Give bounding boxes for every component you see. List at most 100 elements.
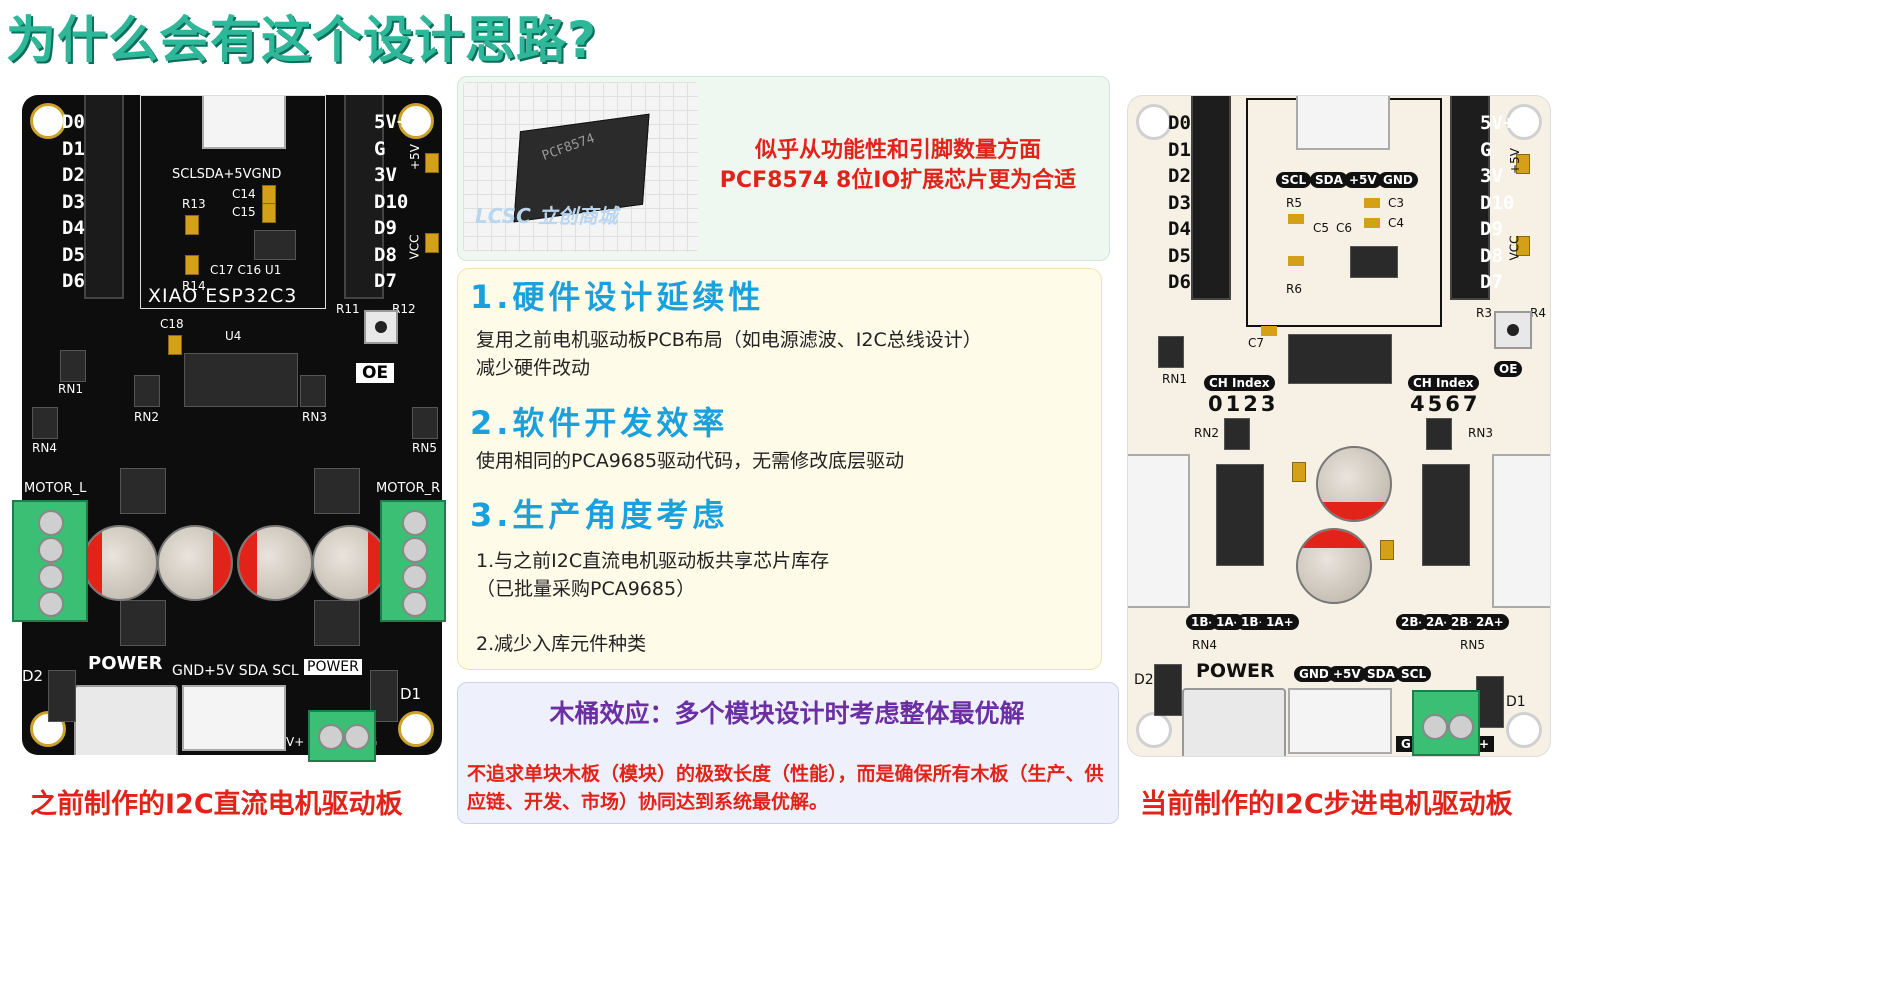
oe-label: OE <box>1494 361 1523 377</box>
resistor-network <box>412 407 438 439</box>
motor-l-terminal <box>12 500 88 622</box>
pin-header-right <box>1450 96 1490 300</box>
pin-label-right: 3V <box>374 164 397 186</box>
motor-r-label: MOTOR_R <box>376 481 441 496</box>
motor-driver-chip <box>120 468 166 514</box>
pin-label-left: D4 <box>1168 218 1191 240</box>
reason-3-line3: 2.减少入库元件种类 <box>476 633 647 655</box>
power-label: POWER <box>88 653 163 674</box>
d1-label: D1 <box>1506 694 1526 710</box>
capacitor <box>168 335 182 355</box>
reason-1-heading: 1.硬件设计延续性 <box>470 278 765 316</box>
reason-3-heading: 3.生产角度考虑 <box>470 496 729 534</box>
i2c-connector-top <box>202 95 286 149</box>
xiao-module-outline <box>140 95 326 309</box>
pin-label-left: D6 <box>62 270 85 292</box>
i2c-connector-bottom <box>182 685 286 751</box>
i2c-pin-pill: SCL <box>1276 172 1312 188</box>
rn4-label: RN4 <box>32 441 57 455</box>
oe-button <box>364 310 398 344</box>
coil-pin-pill: 1B- <box>1186 614 1219 630</box>
pcf8574-chip-photo: PCF8574 LCSC 立创商城 <box>463 82 698 252</box>
left-board-caption: 之前制作的I2C直流电机驱动板 <box>30 789 403 820</box>
electrolytic-capacitor <box>157 525 233 601</box>
pin-label-right: D9 <box>374 217 397 239</box>
ch-b-numbers: 4567 <box>1410 392 1481 416</box>
plus5v-label: +5V <box>407 144 422 170</box>
g-label: G <box>1396 736 1416 752</box>
rn5-label: RN5 <box>412 441 437 455</box>
c7-label: C7 <box>1248 336 1265 350</box>
i2c-pin-pill: SDA <box>1362 666 1400 682</box>
pin-header-left <box>84 95 124 299</box>
led <box>425 153 439 173</box>
vplus-label: V+ <box>286 735 305 749</box>
pin-header-left <box>1191 96 1231 300</box>
electrolytic-capacitor <box>1316 446 1392 522</box>
resistor-network <box>1426 418 1452 450</box>
pin-label-right: D10 <box>374 190 409 213</box>
pin-label-right: G <box>1480 138 1492 161</box>
c5-label: C5 <box>1313 221 1330 235</box>
ch-index-a: CH Index <box>1204 375 1275 391</box>
chip-suggestion-line1: 似乎从功能性和引脚数量方面 <box>754 138 1041 163</box>
mount-hole <box>30 103 66 139</box>
pca9685-chip <box>184 353 298 407</box>
regulator-chip <box>254 230 296 260</box>
vcc-label: VCC <box>1507 235 1522 261</box>
d2-label: D2 <box>1134 672 1154 688</box>
rn3-label: RN3 <box>302 410 327 424</box>
power-label: POWER <box>1196 660 1275 682</box>
r14-label: R14 <box>182 279 206 293</box>
pin-label-right: 5V+ <box>1480 112 1515 134</box>
d2-label: D2 <box>22 667 44 685</box>
pin-label-right: D7 <box>1480 271 1503 293</box>
reason-3-line2: （已批量采购PCA9685） <box>476 578 696 600</box>
i2c-connector-bottom <box>1288 688 1392 754</box>
r4-label: R4 <box>1530 306 1546 320</box>
pin-label-right: D8 <box>1480 244 1503 267</box>
coil-pin-pill: 2A+ <box>1471 614 1509 630</box>
oe-button <box>1494 311 1532 349</box>
pin-header-right <box>344 95 384 299</box>
pin-label-right: G <box>374 137 386 160</box>
c14-label: C14 <box>232 187 256 201</box>
u4-label: U4 <box>225 329 242 343</box>
mount-hole <box>398 711 434 747</box>
led <box>1516 154 1530 174</box>
r5-label: R5 <box>1286 196 1302 210</box>
ch-a-numbers: 0123 <box>1208 392 1279 416</box>
c15-label: C15 <box>232 205 256 219</box>
right-board-caption: 当前制作的I2C步进电机驱动板 <box>1140 789 1513 820</box>
coil-pin-pill: 2B- <box>1396 614 1429 630</box>
pin-label-right: D9 <box>1480 218 1503 240</box>
c4-label: C4 <box>1388 216 1405 230</box>
diode <box>48 670 76 722</box>
reason-1-line2: 减少硬件改动 <box>476 357 591 379</box>
led <box>1292 462 1306 482</box>
capacitor <box>262 185 276 205</box>
i2c-pin-pill: GND <box>1294 666 1334 682</box>
r11-label: R11 <box>336 302 360 316</box>
pin-label-right: D8 <box>374 243 397 266</box>
rn1-label: RN1 <box>1162 372 1187 386</box>
motor-r-terminal <box>380 500 446 622</box>
barrel-effect-panel <box>457 682 1119 824</box>
reason-2-heading: 2.软件开发效率 <box>470 404 729 442</box>
i2c-connector-top <box>1296 96 1390 150</box>
resistor-network <box>32 407 58 439</box>
mount-hole <box>1506 104 1542 140</box>
vcc-label: VCC <box>407 234 422 260</box>
c18-label: C18 <box>160 317 184 331</box>
electrolytic-capacitor <box>237 525 313 601</box>
pin-label-right: D7 <box>374 270 397 292</box>
pin-label-left: D3 <box>62 190 85 213</box>
rn2-label: RN2 <box>134 410 159 424</box>
pin-label-left: D6 <box>1168 271 1191 293</box>
power-terminal <box>1412 690 1480 756</box>
mount-hole <box>398 103 434 139</box>
power2-label: POWER <box>304 659 362 675</box>
stepper-driver-chip <box>1216 464 1264 566</box>
